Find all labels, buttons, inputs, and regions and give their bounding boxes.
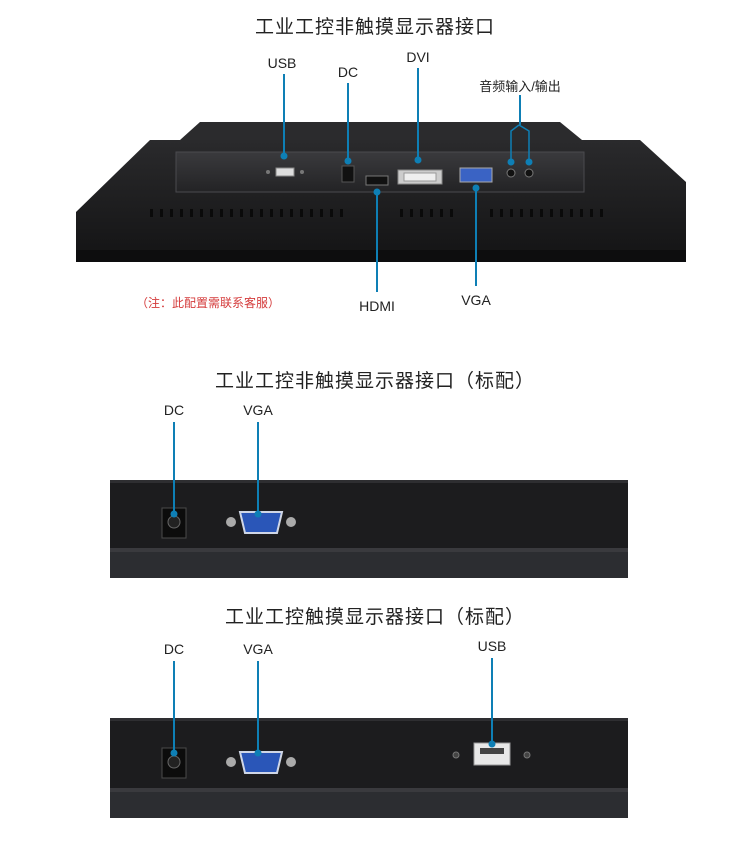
label-vga: VGA [461, 292, 491, 308]
label-usb-touch: USB [477, 638, 507, 654]
leader-dot-dc-standard [170, 510, 178, 518]
label-dvi: DVI [406, 49, 430, 65]
label-audio: 音频输入/输出 [479, 79, 561, 94]
leader-dot-usb-touch [488, 740, 496, 748]
section2-title: 工业工控非触摸显示器接口（标配） [214, 370, 535, 392]
label-vga-standard: VGA [243, 402, 273, 418]
leader-audio [519, 95, 521, 125]
leader-hdmi [376, 192, 378, 292]
leader-usb-touch [491, 658, 493, 744]
section1-title: 工业工控非触摸显示器接口 [254, 16, 495, 38]
leader-dot-hdmi [373, 188, 381, 196]
label-vga-touch: VGA [243, 641, 273, 657]
leader-dot-vga-touch [254, 749, 262, 757]
leader-dot-vga-standard [254, 510, 262, 518]
config-note: （注：此配置需联系客服） [136, 296, 281, 310]
leader-dot-usb [280, 152, 288, 160]
monitor-back-view [76, 122, 686, 262]
label-dc: DC [337, 64, 359, 80]
leader-audio-branch [507, 124, 533, 166]
leader-usb [283, 74, 285, 156]
leader-dc [347, 83, 349, 161]
leader-dot-dc-touch [170, 749, 178, 757]
label-usb: USB [267, 55, 297, 71]
leader-dvi [417, 68, 419, 160]
leader-dc-standard [173, 422, 175, 514]
leader-vga-touch [257, 661, 259, 753]
section3-title: 工业工控触摸显示器接口（标配） [224, 606, 525, 628]
label-dc-touch: DC [163, 641, 185, 657]
leader-dot-vga [472, 184, 480, 192]
label-dc-standard: DC [163, 402, 185, 418]
leader-dc-touch [173, 661, 175, 753]
leader-vga [475, 188, 477, 286]
leader-dot-dc [344, 157, 352, 165]
leader-vga-standard [257, 422, 259, 514]
label-hdmi: HDMI [359, 298, 395, 314]
leader-dot-dvi [414, 156, 422, 164]
